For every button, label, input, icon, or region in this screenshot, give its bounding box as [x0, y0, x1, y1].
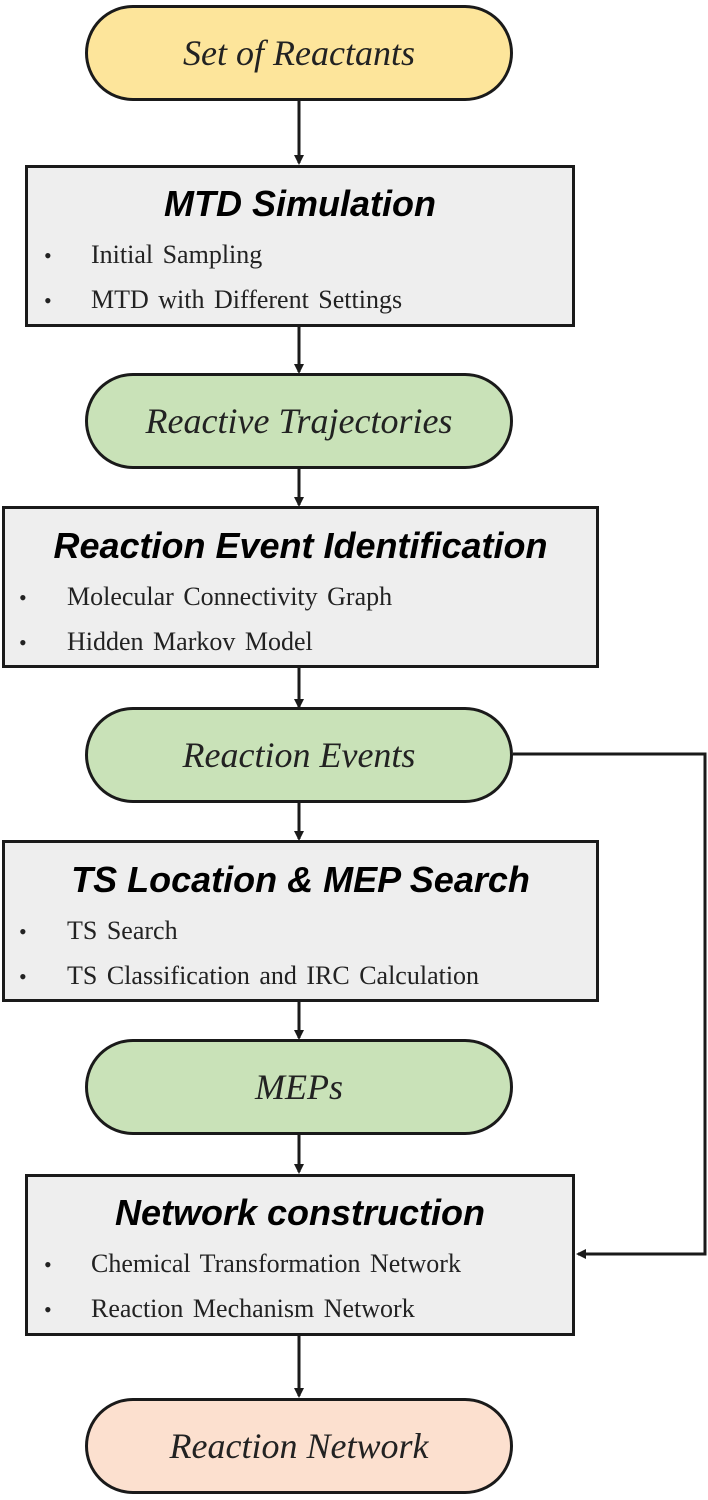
step-network-construction: Network construction • Chemical Transfor…: [25, 1174, 575, 1336]
step-reaction-event-identification-item-2: Hidden Markov Model: [67, 627, 313, 656]
step-ts-location-mep-search: TS Location & MEP Search • TS Search • T…: [2, 840, 599, 1002]
step-ts-location-mep-search-item-1: TS Search: [67, 916, 178, 945]
step-mtd-simulation-title: MTD Simulation: [164, 183, 436, 224]
bullet-marker: •: [19, 964, 27, 989]
node-reactive-trajectories: Reactive Trajectories: [85, 373, 513, 469]
bullet-marker: •: [19, 919, 27, 944]
arrow-events-bypass-to-construction: [513, 752, 707, 1259]
step-mtd-simulation-item-1: Initial Sampling: [91, 240, 263, 269]
node-reaction-network-label: Reaction Network: [169, 1426, 429, 1466]
node-reaction-network: Reaction Network: [85, 1398, 513, 1494]
node-set-of-reactants-label: Set of Reactants: [183, 33, 415, 73]
node-meps-label: MEPs: [255, 1067, 343, 1107]
step-network-construction-item-2: Reaction Mechanism Network: [91, 1294, 415, 1323]
node-set-of-reactants: Set of Reactants: [85, 5, 513, 101]
step-network-construction-item-1: Chemical Transformation Network: [91, 1249, 461, 1278]
bullet-marker: •: [44, 243, 52, 268]
step-reaction-event-identification-title: Reaction Event Identification: [53, 525, 548, 566]
node-reactive-trajectories-label: Reactive Trajectories: [145, 401, 453, 441]
step-reaction-event-identification: Reaction Event Identification • Molecula…: [2, 506, 599, 668]
step-ts-location-mep-search-title: TS Location & MEP Search: [71, 859, 530, 900]
bullet-marker: •: [19, 630, 27, 655]
step-ts-location-mep-search-item-2: TS Classification and IRC Calculation: [67, 961, 480, 990]
step-mtd-simulation: MTD Simulation • Initial Sampling • MTD …: [25, 165, 575, 327]
bullet-marker: •: [44, 1252, 52, 1277]
step-reaction-event-identification-item-1: Molecular Connectivity Graph: [67, 582, 393, 611]
step-mtd-simulation-item-2: MTD with Different Settings: [91, 285, 403, 314]
node-reaction-events: Reaction Events: [85, 707, 513, 803]
bullet-marker: •: [44, 288, 52, 313]
step-network-construction-title: Network construction: [114, 1192, 486, 1233]
node-meps: MEPs: [85, 1039, 513, 1135]
node-reaction-events-label: Reaction Events: [182, 735, 416, 775]
bullet-marker: •: [44, 1297, 52, 1322]
bullet-marker: •: [19, 585, 27, 610]
